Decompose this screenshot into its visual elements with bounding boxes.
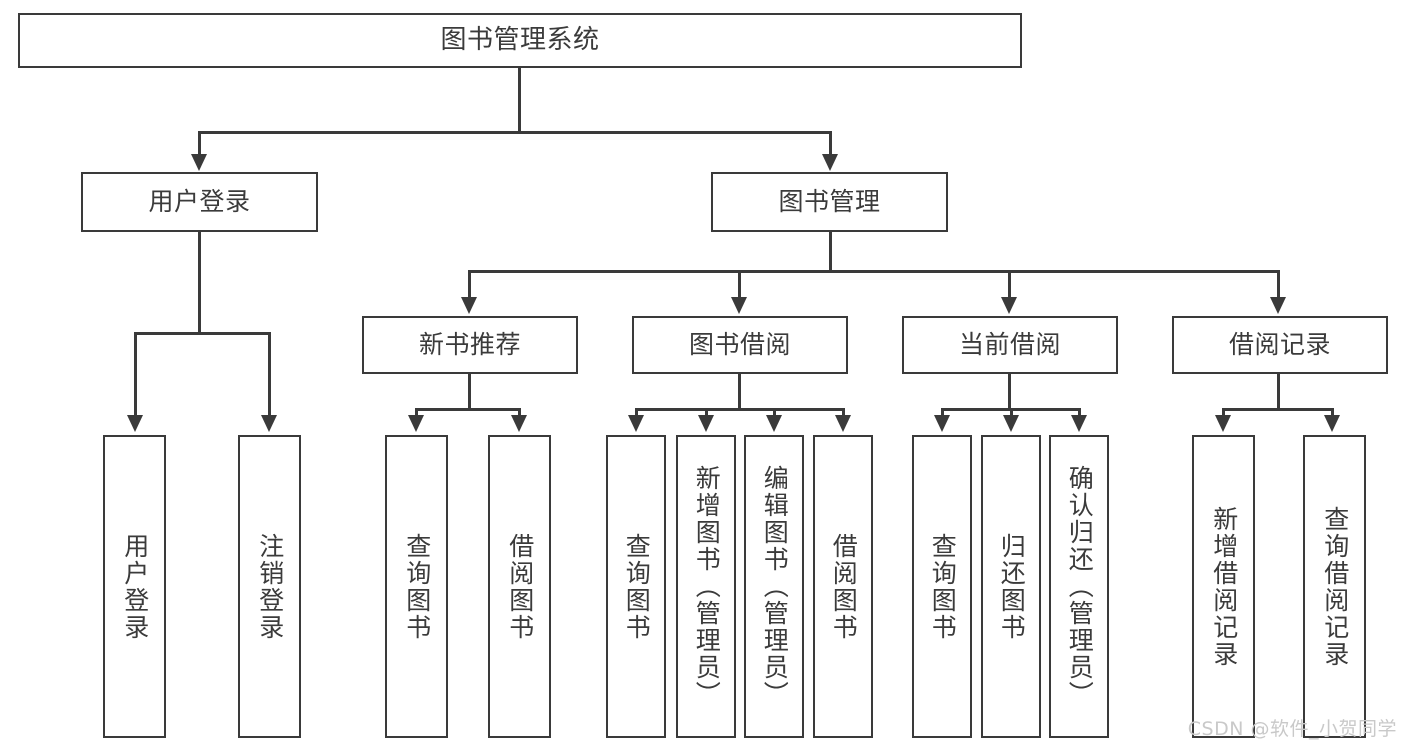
leaf-label: 借阅图书 <box>505 532 535 641</box>
connector-root-to-user-login <box>198 131 201 155</box>
arrow-borrow-record-leaf-1 <box>1324 415 1340 432</box>
leaf-label: 查询图书 <box>928 532 958 641</box>
connector-user-login-to-leaf-1 <box>268 332 271 416</box>
leaf-new-book-borrow[interactable]: 借阅图书 <box>488 435 551 738</box>
node-borrow-record[interactable]: 借阅记录 <box>1172 316 1388 374</box>
connector-book-borrow-to-leaf-3 <box>842 408 845 416</box>
connector-borrow-record-to-leaf-1 <box>1331 408 1334 416</box>
connector-current-borrow-to-leaf-1 <box>1010 408 1013 416</box>
node-label: 借阅记录 <box>1228 330 1331 359</box>
leaf-label: 新增图书（管理员） <box>692 465 722 708</box>
arrow-book-mgmt-l3-1 <box>731 297 747 314</box>
arrow-current-borrow-leaf-1 <box>1003 415 1019 432</box>
connector-borrow-record-bar <box>1222 408 1334 411</box>
connector-root-to-book-mgmt <box>829 131 832 155</box>
leaf-label: 查询图书 <box>622 532 652 641</box>
arrow-borrow-record-leaf-0 <box>1215 415 1231 432</box>
arrow-book-mgmt-l3-2 <box>1001 297 1017 314</box>
connector-root-bar <box>198 131 832 134</box>
node-label: 新书推荐 <box>418 330 521 359</box>
connector-borrow-record-stem <box>1277 374 1280 410</box>
node-current-borrow[interactable]: 当前借阅 <box>902 316 1118 374</box>
connector-book-mgmt-bar <box>468 270 1278 273</box>
connector-current-borrow-to-leaf-2 <box>1078 408 1081 416</box>
arrow-book-borrow-leaf-2 <box>766 415 782 432</box>
connector-book-mgmt-to-l3-2 <box>1008 270 1011 298</box>
arrow-user-login-leaf-1 <box>261 415 277 432</box>
arrow-new-book-leaf-0 <box>408 415 424 432</box>
watermark-text: CSDN @软件_小贺同学 <box>1187 718 1397 740</box>
node-book-management[interactable]: 图书管理 <box>711 172 948 232</box>
node-label: 图书管理 <box>778 187 881 216</box>
leaf-book-borrow-query[interactable]: 查询图书 <box>606 435 666 738</box>
leaf-book-borrow-add[interactable]: 新增图书（管理员） <box>676 435 736 738</box>
leaf-label: 查询图书 <box>402 532 432 641</box>
leaf-label: 查询借阅记录 <box>1320 505 1350 668</box>
node-root-system[interactable]: 图书管理系统 <box>18 13 1022 68</box>
leaf-book-borrow-borrow[interactable]: 借阅图书 <box>813 435 873 738</box>
connector-new-book-bar <box>415 408 521 411</box>
leaf-label: 注销登录 <box>255 532 285 641</box>
connector-user-login-stem <box>198 232 201 334</box>
leaf-label: 编辑图书（管理员） <box>760 465 790 708</box>
arrow-book-mgmt-l3-3 <box>1270 297 1286 314</box>
leaf-borrow-record-query[interactable]: 查询借阅记录 <box>1303 435 1366 738</box>
node-new-book-recommend[interactable]: 新书推荐 <box>362 316 578 374</box>
connector-root-stem <box>518 68 521 133</box>
arrow-current-borrow-leaf-2 <box>1071 415 1087 432</box>
connector-book-mgmt-stem <box>829 232 832 272</box>
connector-book-mgmt-to-l3-1 <box>738 270 741 298</box>
arrow-book-mgmt-l3-0 <box>461 297 477 314</box>
leaf-label: 借阅图书 <box>829 532 859 641</box>
connector-book-borrow-to-leaf-0 <box>635 408 638 416</box>
leaf-new-book-query[interactable]: 查询图书 <box>385 435 448 738</box>
leaf-label: 归还图书 <box>997 532 1027 641</box>
leaf-current-borrow-query[interactable]: 查询图书 <box>912 435 972 738</box>
connector-book-borrow-to-leaf-1 <box>705 408 708 416</box>
arrow-new-book-leaf-1 <box>511 415 527 432</box>
arrow-book-borrow-leaf-0 <box>628 415 644 432</box>
leaf-label: 用户登录 <box>120 532 150 641</box>
connector-book-mgmt-to-l3-3 <box>1277 270 1280 298</box>
arrow-book-borrow-leaf-3 <box>835 415 851 432</box>
node-label: 当前借阅 <box>958 330 1061 359</box>
connector-new-book-to-leaf-1 <box>518 408 521 416</box>
leaf-borrow-record-add[interactable]: 新增借阅记录 <box>1192 435 1255 738</box>
leaf-user-login-logout[interactable]: 注销登录 <box>238 435 301 738</box>
leaf-user-login-login[interactable]: 用户登录 <box>103 435 166 738</box>
node-label: 图书借阅 <box>688 330 791 359</box>
connector-book-borrow-stem <box>738 374 741 410</box>
arrow-to-user-login <box>191 154 207 171</box>
connector-current-borrow-to-leaf-0 <box>941 408 944 416</box>
node-label: 图书管理系统 <box>440 24 600 55</box>
node-label: 用户登录 <box>148 187 251 216</box>
arrow-book-borrow-leaf-1 <box>698 415 714 432</box>
leaf-label: 确认归还（管理员） <box>1065 465 1095 708</box>
connector-new-book-stem <box>468 374 471 410</box>
connector-book-mgmt-to-l3-0 <box>468 270 471 298</box>
leaf-book-borrow-edit[interactable]: 编辑图书（管理员） <box>744 435 804 738</box>
node-book-borrow[interactable]: 图书借阅 <box>632 316 848 374</box>
arrow-to-book-mgmt <box>822 154 838 171</box>
connector-new-book-to-leaf-0 <box>415 408 418 416</box>
arrow-user-login-leaf-0 <box>127 415 143 432</box>
connector-user-login-bar <box>134 332 270 335</box>
connector-user-login-to-leaf-0 <box>134 332 137 416</box>
leaf-current-borrow-return[interactable]: 归还图书 <box>981 435 1041 738</box>
connector-book-borrow-bar <box>635 408 845 411</box>
connector-borrow-record-to-leaf-0 <box>1222 408 1225 416</box>
leaf-label: 新增借阅记录 <box>1209 505 1239 668</box>
arrow-current-borrow-leaf-0 <box>934 415 950 432</box>
connector-book-borrow-to-leaf-2 <box>773 408 776 416</box>
leaf-current-borrow-confirm[interactable]: 确认归还（管理员） <box>1049 435 1109 738</box>
connector-current-borrow-stem <box>1008 374 1011 410</box>
node-user-login[interactable]: 用户登录 <box>81 172 318 232</box>
